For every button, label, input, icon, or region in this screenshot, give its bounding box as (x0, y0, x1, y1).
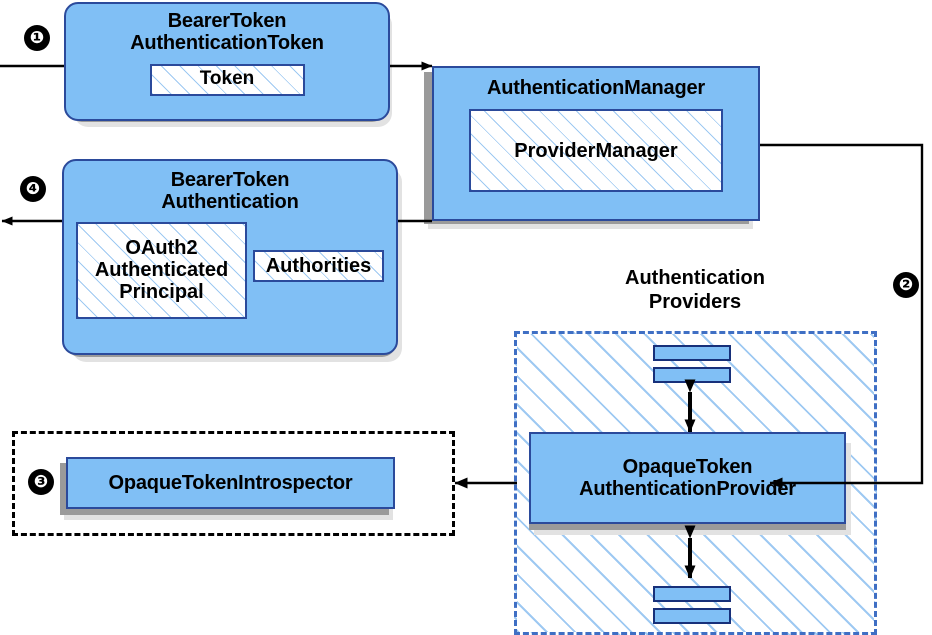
step-badge-2: ❷ (893, 272, 919, 298)
oauth2-authenticated-principal-line1: OAuth2 (125, 237, 198, 260)
opaque-token-introspector-node[interactable]: OpaqueTokenIntrospector (66, 457, 395, 509)
opaque-token-authentication-provider-node[interactable]: OpaqueToken AuthenticationProvider (529, 432, 846, 524)
opaque-token-authentication-provider-title: OpaqueToken AuthenticationProvider (579, 456, 796, 501)
step-badge-3-label: ❸ (33, 471, 49, 492)
authentication-manager-node[interactable]: AuthenticationManager ProviderManager (432, 66, 760, 221)
provider-bar-bottom-2 (653, 608, 731, 624)
provider-bar-top-1 (653, 345, 731, 361)
step-badge-2-label: ❷ (898, 274, 914, 295)
step-badge-1: ❶ (24, 25, 50, 51)
step-badge-4: ❹ (20, 176, 46, 202)
oauth2-authenticated-principal-box[interactable]: OAuth2 Authenticated Principal (76, 221, 247, 319)
step-badge-3: ❸ (28, 469, 54, 495)
authentication-manager-title-line1: AuthenticationManager (486, 77, 706, 99)
token-inner-label: Token (199, 68, 255, 90)
oauth2-authenticated-principal-line2: Authenticated (94, 259, 229, 282)
bearer-token-authentication-node[interactable]: BearerToken Authentication OAuth2 Authen… (62, 159, 398, 355)
provider-bar-top-2 (653, 367, 731, 383)
opaque-token-introspector-title: OpaqueTokenIntrospector (109, 472, 353, 494)
authentication-providers-label-line1: Authentication (625, 267, 765, 289)
provider-manager-inner-box[interactable]: ProviderManager (469, 109, 723, 193)
bearer-token-authentication-title-line1: BearerToken (170, 169, 290, 191)
provider-bar-bottom-1 (653, 586, 731, 602)
opaque-token-introspector-title-line1: OpaqueTokenIntrospector (108, 471, 353, 494)
authorities-label: Authorities (265, 254, 372, 277)
provider-manager-inner-label: ProviderManager (514, 139, 678, 162)
bearer-token-authentication-token-node[interactable]: BearerToken AuthenticationToken Token (64, 2, 390, 121)
step-badge-1-label: ❶ (29, 27, 45, 48)
opaque-token-authentication-provider-title-line1: OpaqueToken (622, 455, 753, 478)
bearer-token-authentication-token-title-line2: AuthenticationToken (130, 32, 324, 55)
bearer-token-authentication-token-title: BearerToken AuthenticationToken (130, 10, 324, 55)
bearer-token-authentication-title-line2: Authentication (161, 191, 299, 214)
opaque-token-authentication-provider-title-line2: AuthenticationProvider (579, 478, 796, 500)
token-inner-box[interactable]: Token (149, 63, 305, 96)
bearer-token-authentication-title: BearerToken Authentication (161, 169, 298, 214)
bearer-token-authentication-token-title-line1: BearerToken (167, 10, 287, 32)
oauth2-authenticated-principal-line3: Principal (119, 281, 204, 304)
authentication-providers-label-line2: Providers (648, 291, 742, 313)
authorities-box[interactable]: Authorities (253, 249, 384, 282)
step-badge-4-label: ❹ (25, 178, 41, 199)
authentication-providers-label: Authentication Providers (545, 266, 845, 314)
authentication-manager-title: AuthenticationManager (487, 77, 705, 99)
